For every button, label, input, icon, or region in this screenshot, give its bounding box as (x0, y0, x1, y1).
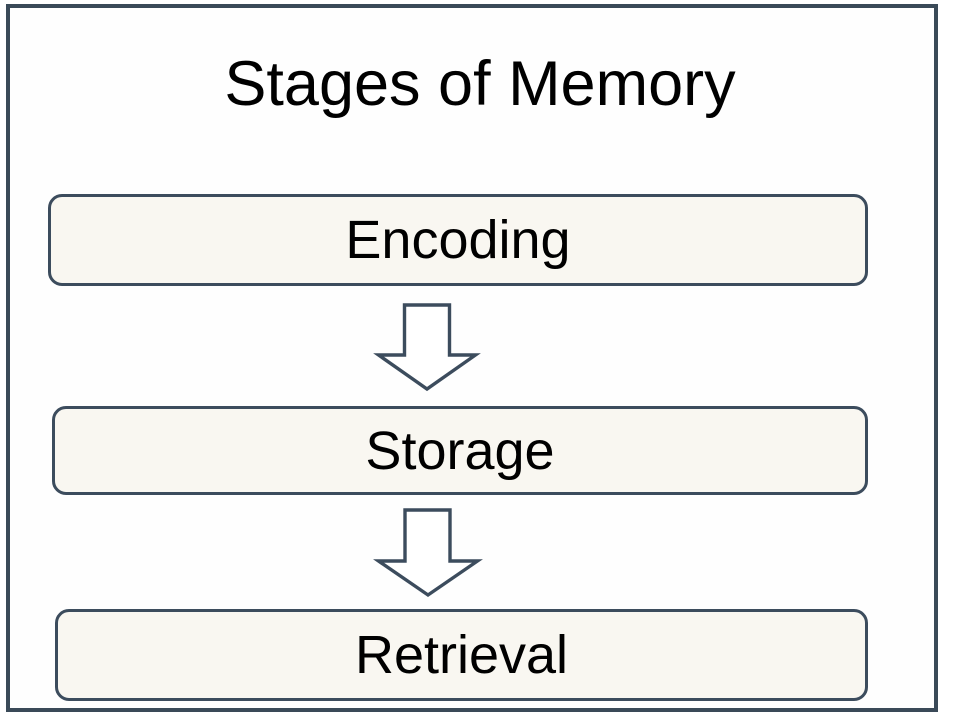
down-arrow-shape (373, 508, 483, 598)
down-arrow-icon (373, 303, 481, 392)
stage-box-encoding[interactable]: Encoding (48, 194, 868, 286)
down-arrow-shape (373, 303, 481, 392)
stage-label-retrieval: Retrieval (354, 625, 569, 685)
stage-label-storage: Storage (365, 420, 555, 481)
page-title: Stages of Memory (224, 49, 736, 119)
stage-box-retrieval[interactable]: Retrieval (55, 609, 868, 701)
stage-box-storage[interactable]: Storage (52, 406, 868, 495)
stage-label-encoding: Encoding (345, 210, 571, 270)
down-arrow-icon (373, 508, 483, 598)
